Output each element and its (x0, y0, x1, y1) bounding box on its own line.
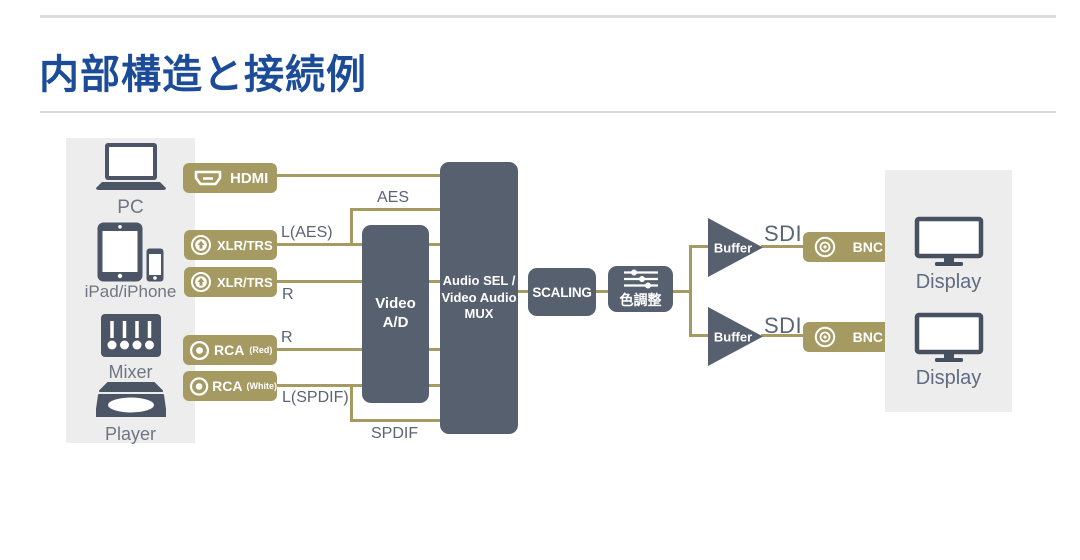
wire-rca-white (277, 384, 362, 387)
mixer-icon (100, 314, 161, 357)
hdmi-icon (194, 170, 222, 186)
xlr-trs-icon (191, 272, 211, 292)
wire-ad-mux-1 (429, 243, 440, 246)
tablet-icon (97, 222, 143, 282)
badge-xlr-trs-r: XLR/TRS (184, 267, 277, 297)
device-player: Player (66, 382, 195, 445)
block-video-ad: Video A/D (362, 225, 429, 403)
wire-buffer-bnc-bottom (761, 334, 803, 337)
wire-mux-scaling (518, 290, 528, 293)
block-video-ad-line2: A/D (382, 314, 409, 331)
display-bottom-label: Display (915, 367, 982, 389)
buffer-bottom-label: Buffer (713, 329, 753, 344)
top-divider (40, 15, 1056, 18)
monitor-icon (914, 312, 983, 362)
wire-scaling-coloradjust (596, 290, 608, 293)
block-color-adjust-label: 色調整 (619, 291, 662, 308)
buffer-top: Buffer (708, 218, 763, 277)
badge-bnc-top: BNC (803, 232, 897, 262)
rca-white-suffix: (White) (246, 381, 278, 391)
label-l-spdif: L(SPDIF) (282, 389, 349, 406)
block-audio-sel-mux: Audio SEL / Video Audio MUX (440, 162, 518, 434)
block-color-adjust: 色調整 (608, 266, 673, 312)
badge-bnc-bottom: BNC (803, 322, 897, 352)
badge-rca-red: RCA (Red) (183, 335, 277, 365)
wire-aes (350, 208, 440, 211)
device-pc: PC (66, 142, 195, 219)
device-mixer-label: Mixer (108, 362, 153, 382)
block-mux-line1: Audio SEL / (442, 272, 516, 288)
page-title: 内部構造と接続例 (39, 53, 367, 97)
block-mux-line3: MUX (464, 306, 494, 322)
xlr-trs-icon (191, 235, 211, 255)
bnc-icon (814, 236, 836, 258)
xlr-trs-l-label: XLR/TRS (217, 237, 273, 253)
bnc-bottom-label: BNC (852, 329, 883, 345)
label-sdi-top: SDI (764, 221, 803, 246)
badge-rca-white: RCA(White) (183, 371, 277, 401)
wire-aes-branch (350, 208, 353, 246)
wire-ad-mux-2 (429, 280, 440, 283)
label-r-rca: R (281, 329, 293, 346)
rca-red-suffix: (Red) (249, 345, 273, 355)
buffer-top-label: Buffer (713, 240, 753, 255)
wire-split-buffer-bottom (689, 334, 709, 337)
rca-icon (189, 376, 209, 396)
display-bottom: Display (885, 312, 1012, 390)
laptop-icon (95, 143, 166, 190)
display-top: Display (885, 216, 1012, 294)
device-pc-label: PC (117, 197, 144, 218)
label-sdi-bottom: SDI (764, 313, 803, 338)
rca-red-label: RCA (214, 342, 245, 358)
wire-split-vertical (689, 245, 692, 337)
block-scaling-label: SCALING (532, 284, 592, 300)
label-aes: AES (377, 189, 410, 206)
disc-player-icon (94, 382, 167, 417)
wire-xlr-r (277, 280, 362, 283)
phone-icon (146, 248, 164, 282)
wire-split-buffer-top (689, 245, 709, 248)
block-video-ad-line1: Video (375, 295, 416, 313)
label-r-xlr: R (282, 286, 294, 303)
display-panel (885, 170, 1012, 412)
sliders-icon (623, 269, 658, 288)
wire-l-aes (277, 243, 362, 246)
device-ipad-iphone-label: iPad/iPhone (84, 282, 177, 301)
display-top-label: Display (915, 271, 982, 293)
label-l-aes: L(AES) (281, 224, 333, 241)
buffer-triangle-icon (708, 218, 763, 277)
device-ipad-iphone: iPad/iPhone (66, 222, 195, 302)
device-player-label: Player (104, 424, 157, 444)
wire-spdif-branch (350, 384, 353, 422)
hdmi-label: HDMI (230, 169, 269, 187)
wire-buffer-bnc-top (761, 245, 803, 248)
bnc-icon (814, 326, 836, 348)
wire-spdif (350, 419, 440, 422)
rca-white-label: RCA (212, 378, 243, 394)
bnc-top-label: BNC (852, 239, 883, 255)
rca-icon (189, 340, 210, 360)
buffer-bottom: Buffer (708, 307, 763, 366)
monitor-icon (914, 216, 983, 266)
wire-hdmi (277, 174, 440, 177)
buffer-triangle-icon (708, 307, 763, 366)
wire-rca-r (277, 348, 362, 351)
xlr-trs-r-label: XLR/TRS (217, 274, 273, 290)
wire-coloradjust-split (673, 290, 691, 293)
wire-ad-mux-4 (429, 384, 440, 387)
badge-hdmi: HDMI (183, 163, 277, 193)
title-divider (40, 111, 1056, 113)
block-mux-line2: Video Audio (441, 289, 517, 305)
badge-xlr-trs-l: XLR/TRS (184, 230, 277, 260)
wire-ad-mux-3 (429, 348, 440, 351)
device-mixer: Mixer (66, 314, 195, 383)
block-scaling: SCALING (528, 268, 596, 316)
label-spdif: SPDIF (371, 425, 419, 442)
